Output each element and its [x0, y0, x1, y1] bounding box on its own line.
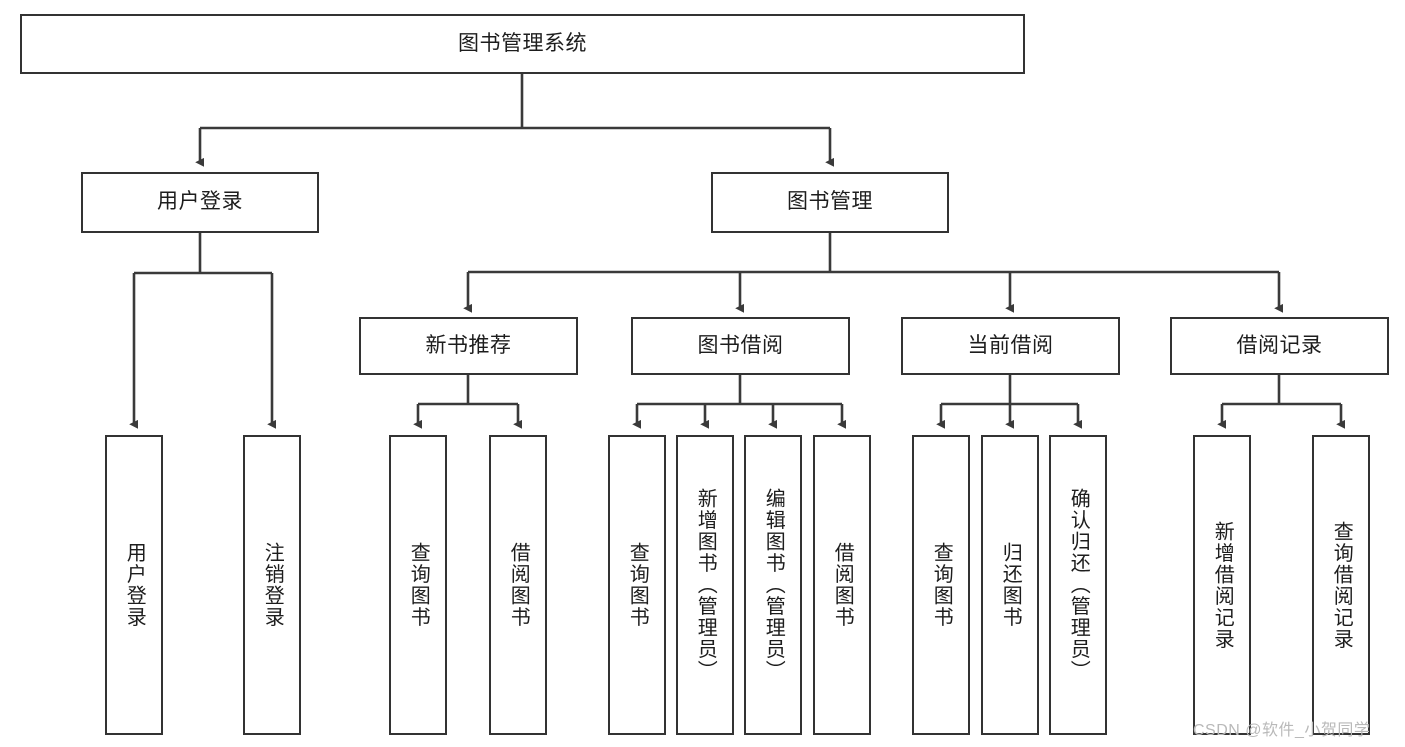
node-label: 借阅记录: [1236, 333, 1323, 357]
node-borrow-record[interactable]: 借阅记录: [1170, 317, 1389, 375]
node-label: 编辑图书（管理员）: [762, 488, 785, 682]
node-label: 查询图书: [626, 542, 649, 628]
node-label: 当前借阅: [967, 333, 1054, 357]
leaf-user-login[interactable]: 用户登录: [105, 435, 163, 735]
node-label: 注销登录: [261, 542, 284, 628]
node-label: 借阅图书: [507, 542, 530, 628]
leaf-query-book-current[interactable]: 查询图书: [912, 435, 970, 735]
leaf-return-book[interactable]: 归还图书: [981, 435, 1039, 735]
leaf-logout-login[interactable]: 注销登录: [243, 435, 301, 735]
node-label: 新增图书（管理员）: [694, 488, 717, 682]
node-label: 查询借阅记录: [1330, 520, 1353, 650]
node-label: 确认归还（管理员）: [1067, 488, 1090, 682]
leaf-add-borrow-record[interactable]: 新增借阅记录: [1193, 435, 1251, 735]
csdn-watermark: CSDN @软件_小贺同学: [1193, 722, 1371, 739]
leaf-query-book-borrow[interactable]: 查询图书: [608, 435, 666, 735]
node-current-borrow[interactable]: 当前借阅: [901, 317, 1120, 375]
node-label: 查询图书: [407, 542, 430, 628]
node-label: 借阅图书: [831, 542, 854, 628]
node-book-borrow[interactable]: 图书借阅: [631, 317, 850, 375]
node-label: 归还图书: [999, 542, 1022, 628]
node-label: 图书管理系统: [458, 31, 587, 55]
leaf-borrow-book[interactable]: 借阅图书: [813, 435, 871, 735]
leaf-edit-book-admin[interactable]: 编辑图书（管理员）: [744, 435, 802, 735]
leaf-borrow-book-recommend[interactable]: 借阅图书: [489, 435, 547, 735]
node-label: 查询图书: [930, 542, 953, 628]
node-label: 新增借阅记录: [1211, 520, 1234, 650]
leaf-add-book-admin[interactable]: 新增图书（管理员）: [676, 435, 734, 735]
leaf-confirm-return-admin[interactable]: 确认归还（管理员）: [1049, 435, 1107, 735]
node-book-management[interactable]: 图书管理: [711, 172, 949, 233]
node-label: 用户登录: [123, 542, 146, 628]
leaf-query-borrow-record[interactable]: 查询借阅记录: [1312, 435, 1370, 735]
node-new-book-recommend[interactable]: 新书推荐: [359, 317, 578, 375]
node-label: 图书借阅: [697, 333, 784, 357]
node-user-login[interactable]: 用户登录: [81, 172, 319, 233]
node-label: 图书管理: [787, 190, 873, 214]
node-book-management-system[interactable]: 图书管理系统: [20, 14, 1025, 74]
node-label: 用户登录: [157, 190, 243, 214]
leaf-query-book-recommend[interactable]: 查询图书: [389, 435, 447, 735]
node-label: 新书推荐: [425, 333, 512, 357]
